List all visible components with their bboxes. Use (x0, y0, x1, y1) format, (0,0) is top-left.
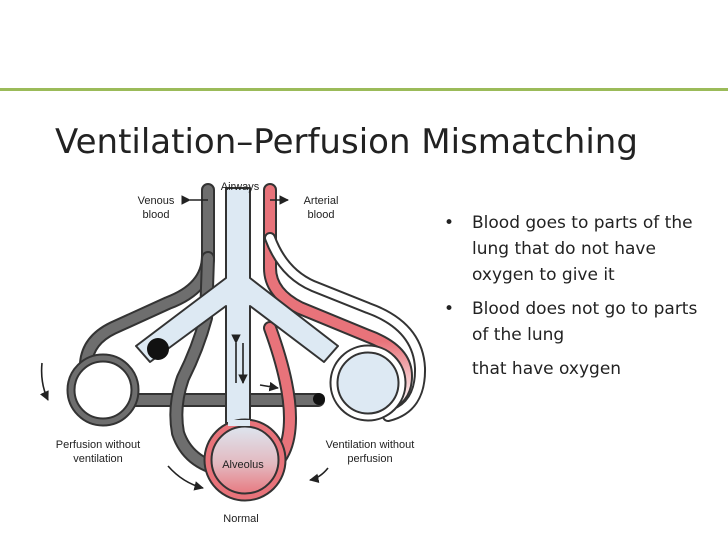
bullet-list: Blood goes to parts of the lung that do … (438, 210, 698, 390)
vessel-blockage (313, 393, 325, 405)
perfusion-label-2: ventilation (73, 453, 123, 465)
alveolus-label: Alveolus (222, 459, 264, 471)
left-alveolus (66, 338, 169, 427)
header-rule (0, 88, 728, 91)
venous-label-2: blood (143, 209, 170, 221)
right-alveolus (313, 344, 407, 422)
airway-blockage (147, 338, 169, 360)
bullet-continuation: that have oxygen (472, 359, 622, 379)
center-alveolus (203, 418, 287, 502)
venous-label: Venous (138, 195, 175, 207)
ventilation-label-2: perfusion (347, 453, 392, 465)
arterial-label-2: blood (308, 209, 335, 221)
bullet-item: Blood goes to parts of the lung that do … (438, 210, 698, 288)
vq-diagram: Airways Venous blood Arterial blood Perf… (39, 181, 427, 525)
ventilation-label: Ventilation without (326, 439, 415, 451)
perfusion-label: Perfusion without (56, 439, 140, 451)
bullet-item: Blood does not go to parts of the lung th… (438, 296, 698, 382)
airways-label: Airways (221, 181, 260, 193)
bullet-text: Blood does not go to parts of the lung (472, 299, 698, 345)
bullet-text: Blood goes to parts of the lung that do … (472, 213, 693, 285)
flow-arrows (39, 195, 329, 491)
normal-label: Normal (223, 513, 258, 525)
arterial-label: Arterial (304, 195, 339, 207)
slide-title: Ventilation–Perfusion Mismatching (55, 122, 638, 162)
